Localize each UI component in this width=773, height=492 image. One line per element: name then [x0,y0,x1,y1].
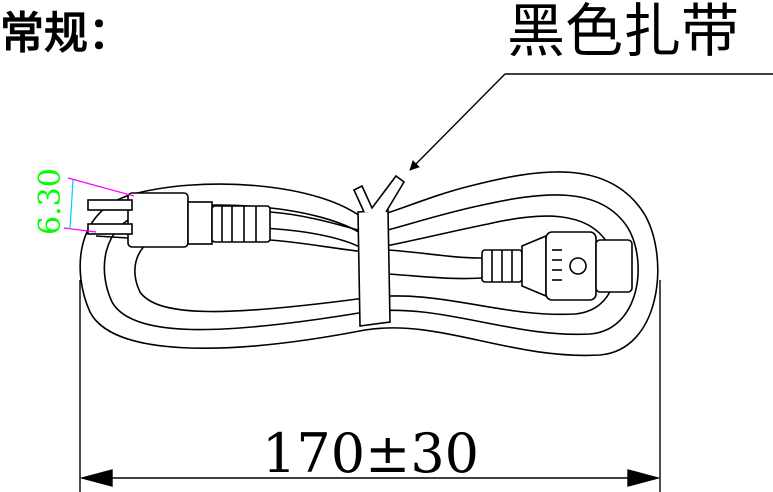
left-plug [87,192,271,248]
connector-neck [521,234,547,298]
cable-tie [352,174,406,327]
length-arrow-left [79,469,113,487]
cable-tie-label: 黑色扎带 [507,0,740,65]
pin-dimension [63,177,135,233]
length-dimension [79,280,661,492]
pin-ext-bottom [63,227,97,233]
strand-left-1 [269,211,366,233]
spec-title: 常规： [0,8,132,59]
tie-band [357,209,391,327]
length-arrow-right [627,469,661,487]
prong-bottom [87,223,133,235]
tie-leader-line [409,73,506,171]
cord-strands [269,211,483,280]
pin-dim-line [69,179,74,230]
strand-right-1 [387,249,483,259]
plug-strain-relief [187,201,213,245]
connector-mark [569,257,587,275]
cord-outer-loop [79,171,659,357]
connector-socket [595,239,633,293]
tie-leader [409,73,773,171]
pin-dimension-label: 6.30 [33,168,68,235]
prong-top [87,199,133,211]
pin-ext-top [67,177,135,197]
prong-ground [95,235,129,239]
length-dimension-label: 170±30 [262,422,480,485]
tie-tail [352,174,406,213]
strand-left-2 [269,239,366,253]
plug-body [127,192,189,248]
plug-grip-section [211,205,271,243]
right-connector [481,231,633,301]
strand-right-2 [387,273,483,280]
